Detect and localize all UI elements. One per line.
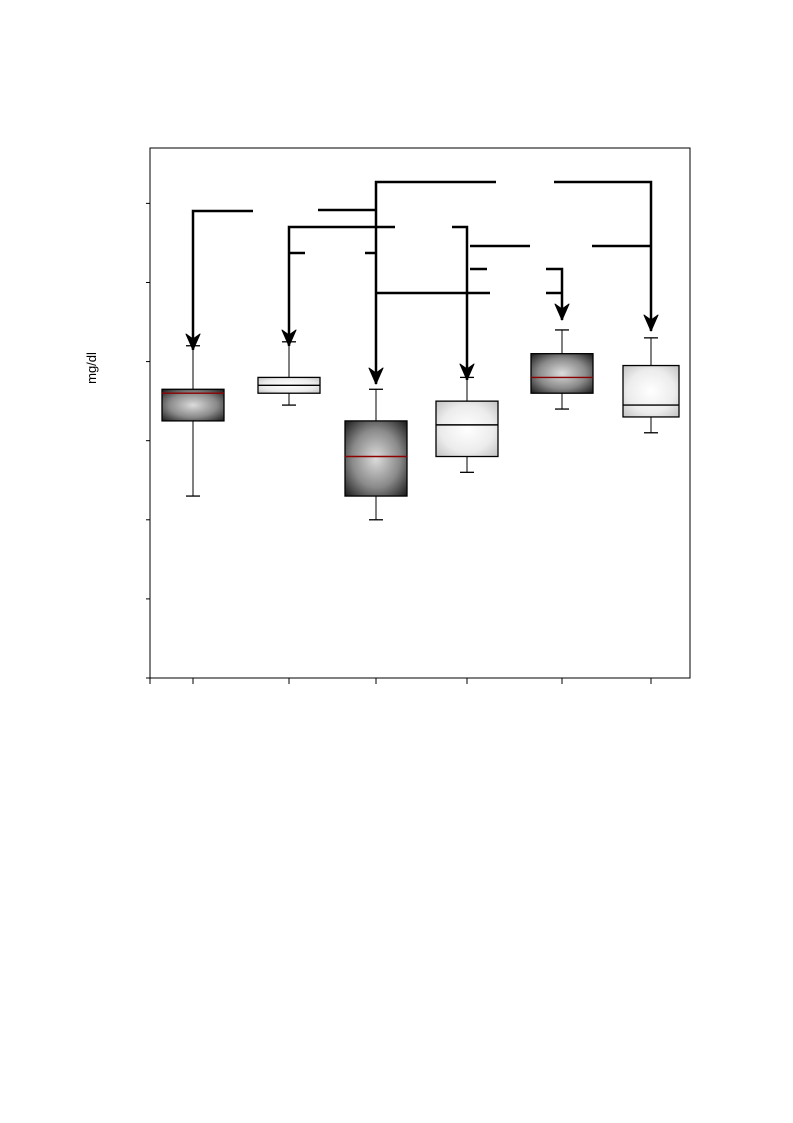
bracket-2-left bbox=[281, 225, 395, 347]
bracket-4-5-right-arrowhead bbox=[554, 303, 570, 321]
box-6 bbox=[622, 337, 680, 434]
box-3 bbox=[344, 388, 408, 521]
bracket-2-left-arrowhead bbox=[281, 329, 297, 347]
box-4 bbox=[435, 376, 499, 473]
bracket-4-line bbox=[452, 225, 469, 380]
box-iqr bbox=[435, 400, 499, 458]
box-1 bbox=[161, 345, 225, 497]
bracket-1-2-left-arrowhead bbox=[185, 333, 201, 351]
x-axis-ticks bbox=[149, 678, 652, 684]
bracket-3-6-right bbox=[554, 180, 659, 332]
bracket-1-2-left-line bbox=[191, 209, 253, 350]
box-2 bbox=[257, 341, 321, 406]
bracket-3-6-right-line bbox=[554, 180, 653, 331]
bracket-3-main-line bbox=[374, 180, 496, 384]
bracket-4-5-right bbox=[546, 267, 570, 321]
bracket-4-5-right-line bbox=[546, 267, 564, 320]
bracket-4 bbox=[452, 225, 475, 381]
box-iqr bbox=[344, 420, 408, 497]
box-series bbox=[161, 329, 680, 521]
box-5 bbox=[530, 329, 594, 410]
plot-frame bbox=[149, 147, 691, 679]
bracket-3-main bbox=[368, 180, 496, 385]
box-iqr bbox=[530, 353, 594, 394]
bracket-3-6-right-arrowhead bbox=[643, 314, 659, 332]
y-axis-ticks bbox=[146, 202, 150, 679]
bracket-2-left-line bbox=[287, 225, 395, 346]
comparison-brackets bbox=[185, 180, 659, 385]
box-iqr bbox=[161, 388, 225, 422]
box-iqr bbox=[622, 364, 680, 418]
bracket-4-arrowhead bbox=[459, 363, 475, 381]
y-axis-label: mg/dl bbox=[84, 352, 99, 384]
bracket-1-2-left bbox=[185, 209, 253, 351]
bracket-3-main-arrowhead bbox=[368, 367, 384, 385]
